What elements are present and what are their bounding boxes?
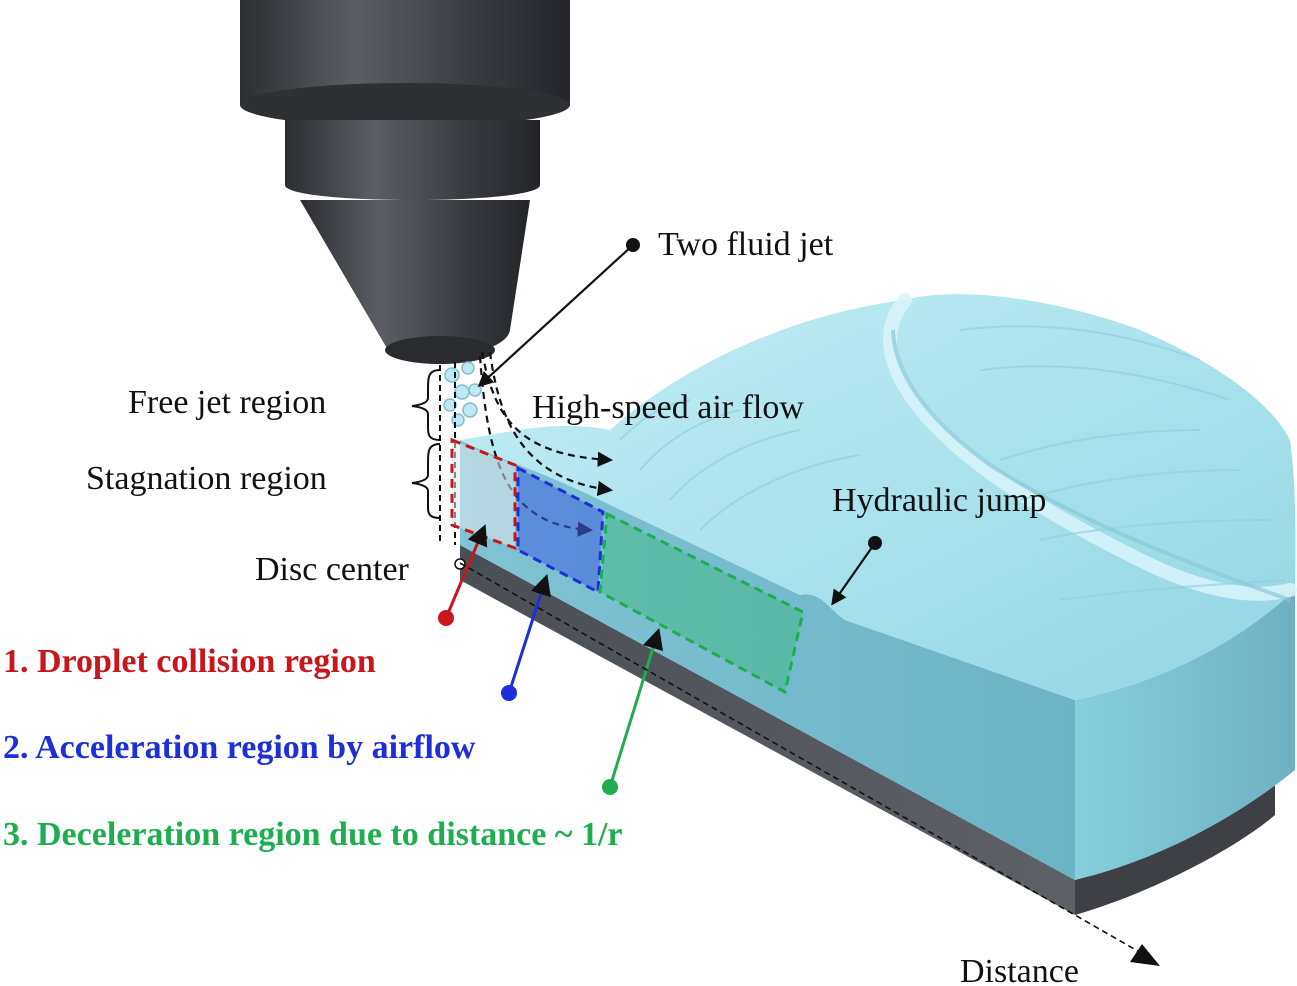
free-jet-brace: [412, 370, 440, 440]
two-fluid-jet-dot: [626, 238, 640, 252]
region-3-dot: [602, 779, 618, 795]
distance-arrowhead: [1130, 944, 1160, 966]
label-hydraulic-jump: Hydraulic jump: [832, 484, 1046, 518]
label-two-fluid-jet: Two fluid jet: [658, 228, 833, 262]
label-disc-center: Disc center: [255, 553, 409, 587]
nozzle: [240, 0, 570, 364]
disc-center-marker: [455, 559, 465, 569]
label-region-2: 2. Acceleration region by airflow: [3, 731, 475, 765]
label-region-1: 1. Droplet collision region: [3, 645, 376, 679]
region-1-dot: [438, 610, 454, 626]
label-distance: Distance: [960, 955, 1079, 986]
label-high-speed-air-flow: High-speed air flow: [532, 391, 804, 425]
label-stagnation-region: Stagnation region: [86, 462, 327, 496]
stagnation-brace: [412, 444, 440, 518]
label-region-3: 3. Deceleration region due to distance ~…: [3, 818, 623, 852]
region-2-dot: [501, 685, 517, 701]
hydraulic-jump-dot: [868, 536, 882, 550]
droplets: [444, 362, 481, 426]
label-free-jet-region: Free jet region: [128, 386, 326, 420]
